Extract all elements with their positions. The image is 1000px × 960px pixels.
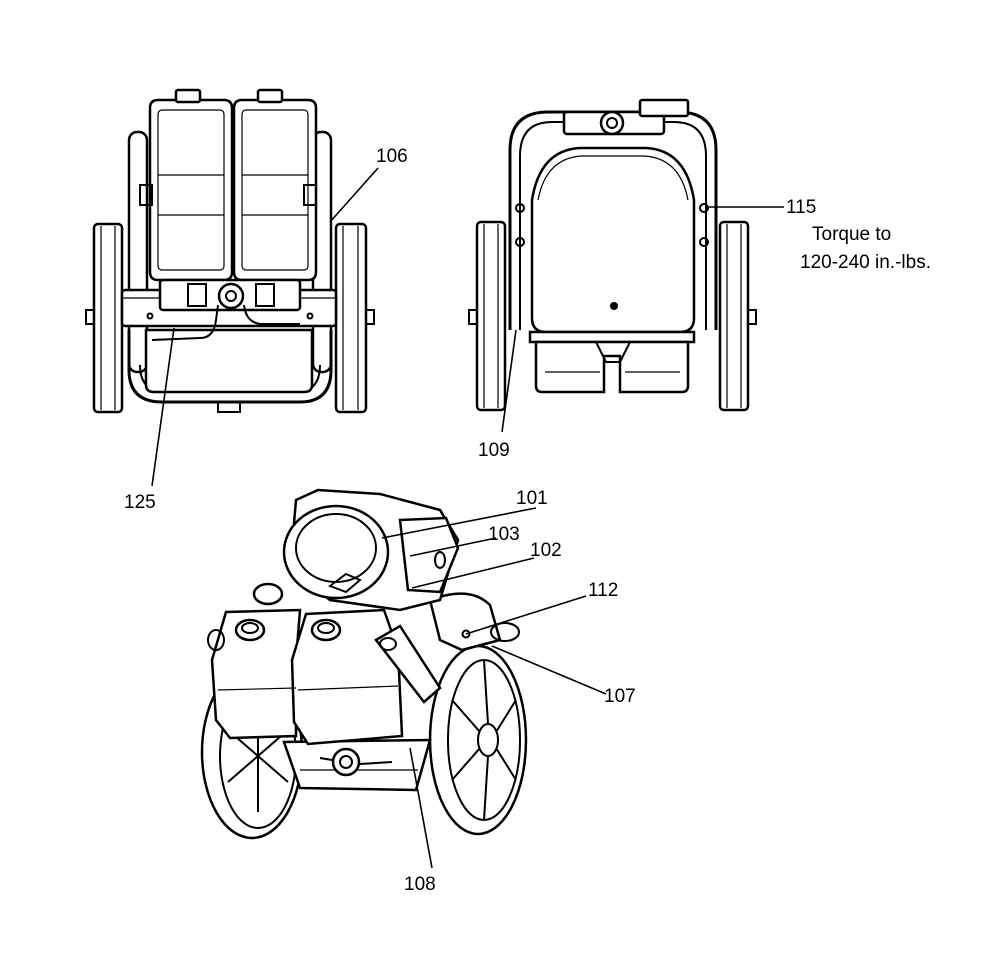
callout-125: 125 bbox=[124, 492, 156, 513]
callout-107: 107 bbox=[604, 686, 636, 707]
rear-view-right-wheel bbox=[718, 220, 757, 412]
iso-right-wheel bbox=[428, 644, 528, 836]
callout-112: 112 bbox=[588, 580, 618, 601]
callout-108: 108 bbox=[404, 874, 436, 895]
iso-engine bbox=[282, 488, 460, 612]
iso-fuel-tanks bbox=[210, 582, 442, 746]
callout-102: 102 bbox=[530, 540, 562, 561]
torque-note-line1: Torque to bbox=[812, 224, 891, 245]
rear-view bbox=[468, 98, 757, 412]
front-view-tanks bbox=[139, 88, 318, 282]
torque-note-line2: 120-240 in.-lbs. bbox=[800, 252, 931, 273]
front-view bbox=[85, 88, 375, 414]
front-view-pump bbox=[151, 278, 302, 341]
rear-view-left-wheel bbox=[468, 220, 507, 412]
callout-115: 115 bbox=[786, 197, 816, 218]
callout-109: 109 bbox=[478, 440, 510, 461]
front-view-right-wheel bbox=[334, 222, 375, 414]
callout-101: 101 bbox=[516, 488, 548, 509]
callout-106: 106 bbox=[376, 146, 408, 167]
front-view-lower-tank bbox=[144, 328, 314, 413]
callout-103: 103 bbox=[488, 524, 520, 545]
isometric-view bbox=[200, 488, 528, 840]
front-view-left-wheel bbox=[85, 222, 124, 414]
leader-lines bbox=[151, 167, 784, 869]
